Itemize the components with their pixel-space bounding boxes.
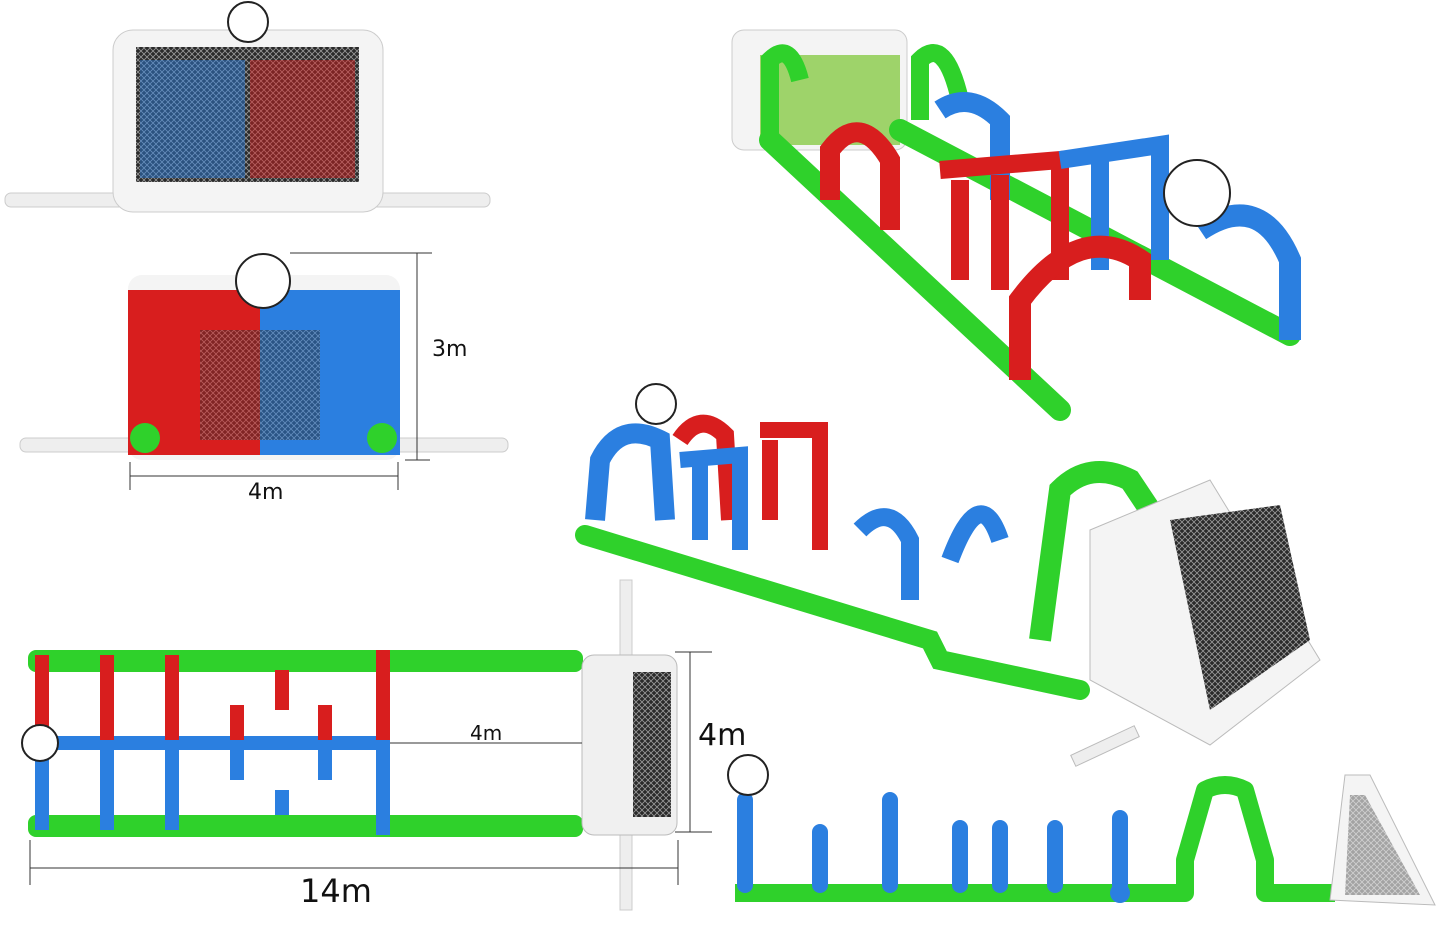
width-dimension-label: 4m [248, 480, 283, 505]
soccer-ball-icon [21, 724, 59, 762]
goal-width-dimension-label: 4m [698, 718, 746, 753]
perspective-view-1 [731, 29, 1301, 421]
soccer-ball-icon [235, 253, 291, 309]
side-view [727, 754, 1436, 906]
soccer-ball-icon [227, 1, 269, 43]
top-view: 4m 4m 14m [21, 579, 746, 911]
length-dimension-label: 14m [300, 872, 372, 910]
soccer-ball-icon [727, 754, 769, 796]
front-view: 3m 4m [19, 252, 509, 505]
goal-back-view [4, 1, 491, 213]
soccer-ball-icon [635, 383, 677, 425]
soccer-ball-icon [1163, 159, 1231, 227]
inner-width-dimension-label: 4m [470, 721, 502, 745]
height-dimension-label: 3m [432, 337, 467, 362]
perspective-view-2 [575, 383, 1321, 767]
